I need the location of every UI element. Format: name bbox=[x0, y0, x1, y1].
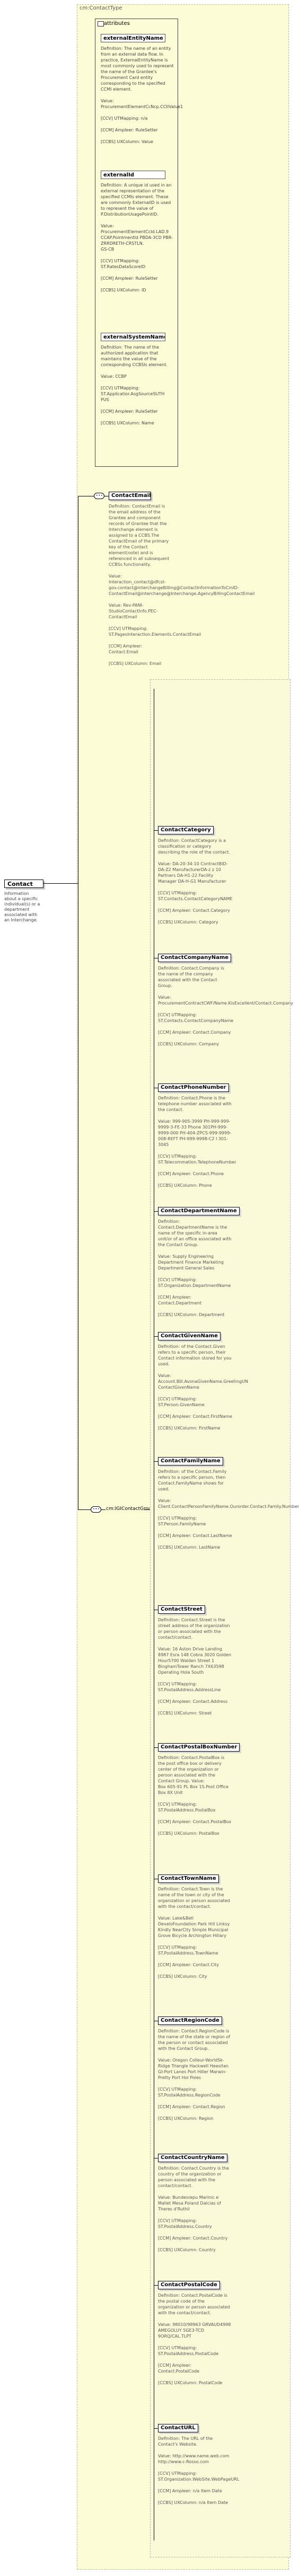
element-12[interactable]: ContactPostalCode bbox=[158, 2281, 220, 2289]
element-label: ContactRegionCode bbox=[161, 2018, 219, 2023]
group-element-connector bbox=[154, 1211, 158, 1212]
element-description: Definition: Contact.Country is the count… bbox=[158, 2166, 230, 2252]
element-description: Definition: of the Contact.Family refers… bbox=[158, 1469, 299, 1550]
element-9[interactable]: ContactTownName bbox=[158, 1875, 219, 1883]
attribute-externalSystemName-description: Definition: The name of the authorized a… bbox=[101, 345, 168, 425]
element-5[interactable]: ContactGivenName bbox=[158, 1332, 221, 1340]
element-description: Definition: Contact.Street is the street… bbox=[158, 1618, 232, 1716]
element-label: ContactCategory bbox=[161, 827, 211, 833]
attribute-externalId-description: Definition: A unique id used in an exter… bbox=[101, 183, 173, 292]
element-description: Definition: of the Contact.Given refers … bbox=[158, 1344, 248, 1431]
attributes-title: attributes bbox=[104, 21, 130, 26]
element-label: ContactCompanyName bbox=[161, 955, 229, 961]
element-contact-email[interactable]: ContactEmail bbox=[109, 492, 151, 500]
attributes-box bbox=[95, 19, 178, 467]
element-8[interactable]: ContactPostalBoxNumber bbox=[158, 1743, 240, 1752]
element-label: ContactURL bbox=[161, 2425, 196, 2431]
element-3[interactable]: ContactPhoneNumber bbox=[158, 1083, 229, 1092]
type-title: cm:ContactType bbox=[80, 5, 122, 11]
group-element-connector bbox=[154, 1461, 158, 1462]
element-label: ContactStreet bbox=[161, 1606, 203, 1612]
group-element-connector bbox=[154, 2285, 158, 2286]
group-element-connector bbox=[154, 1747, 158, 1748]
element-description: Definition: ContactCategory is a classif… bbox=[158, 838, 233, 925]
element-description: Definition: Contact.DepartmentName is th… bbox=[158, 1219, 232, 1317]
attribute-externalEntityName[interactable]: externalEntityName bbox=[101, 34, 165, 42]
sequence-1-compositor[interactable]: ••• bbox=[94, 493, 104, 499]
sequence-2-compositor[interactable]: ••• bbox=[91, 1506, 101, 1513]
element-contact-email-description: Definition: ContactEmail is the email ad… bbox=[109, 504, 254, 666]
element-11[interactable]: ContactCountryName bbox=[158, 2154, 227, 2162]
element-description: Definition: The URL of the Contact's Web… bbox=[158, 2436, 240, 2505]
root-element-description: Information about a specific individual(… bbox=[4, 891, 40, 922]
attribute-externalEntityName-description: Definition: The name of an entity from a… bbox=[101, 46, 183, 144]
element-label: ContactTownName bbox=[161, 1876, 216, 1881]
element-7[interactable]: ContactStreet bbox=[158, 1605, 205, 1614]
attributes-icon bbox=[98, 21, 104, 26]
element-label: ContactGivenName bbox=[161, 1333, 218, 1339]
element-contact-email-label: ContactEmail bbox=[111, 493, 151, 499]
seq2-to-group bbox=[101, 1509, 105, 1510]
group-connector bbox=[144, 1509, 150, 1510]
element-label: ContactPhoneNumber bbox=[161, 1085, 226, 1090]
element-1[interactable]: ContactCategory bbox=[158, 826, 214, 834]
contact-group-label[interactable]: cm:IGIContactGroup bbox=[106, 1506, 155, 1512]
element-label: ContactPostalBoxNumber bbox=[161, 1744, 238, 1750]
element-description: Definition: Contact.Town is the name of … bbox=[158, 1887, 230, 1979]
element-description: Definition: Contact.RegionCode is the na… bbox=[158, 2029, 230, 2121]
element-label: ContactFamilyName bbox=[161, 1458, 221, 1464]
element-description: Definition: Contact.PostalCode is the po… bbox=[158, 2293, 231, 2385]
element-2[interactable]: ContactCompanyName bbox=[158, 954, 232, 962]
group-element-connector bbox=[154, 1336, 158, 1337]
group-element-connector bbox=[154, 2428, 158, 2429]
element-6[interactable]: ContactFamilyName bbox=[158, 1457, 223, 1465]
element-10[interactable]: ContactRegionCode bbox=[158, 2017, 222, 2025]
contact-group-box bbox=[150, 679, 291, 2557]
element-label: ContactCountryName bbox=[161, 2155, 225, 2161]
root-connector bbox=[43, 883, 78, 884]
element-description: Definition: Contact.PostalBox is the pos… bbox=[158, 1755, 232, 1836]
attribute-externalId[interactable]: externalId bbox=[101, 171, 165, 179]
element-description: Definition: Contact.Phone is the telepho… bbox=[158, 1096, 236, 1188]
attribute-externalSystemName[interactable]: externalSystemName bbox=[101, 333, 165, 341]
group-element-connector bbox=[154, 830, 158, 831]
element-label: ContactPostalCode bbox=[161, 2282, 217, 2288]
element-label: ContactDepartmentName bbox=[161, 1208, 237, 1214]
element-description: Definition: Contact.Company is the name … bbox=[158, 966, 294, 1046]
element-13[interactable]: ContactURL bbox=[158, 2424, 198, 2432]
seq2-connector bbox=[78, 1509, 91, 1510]
element-4[interactable]: ContactDepartmentName bbox=[158, 1207, 240, 1215]
root-element-contact[interactable]: Contact bbox=[4, 880, 43, 888]
